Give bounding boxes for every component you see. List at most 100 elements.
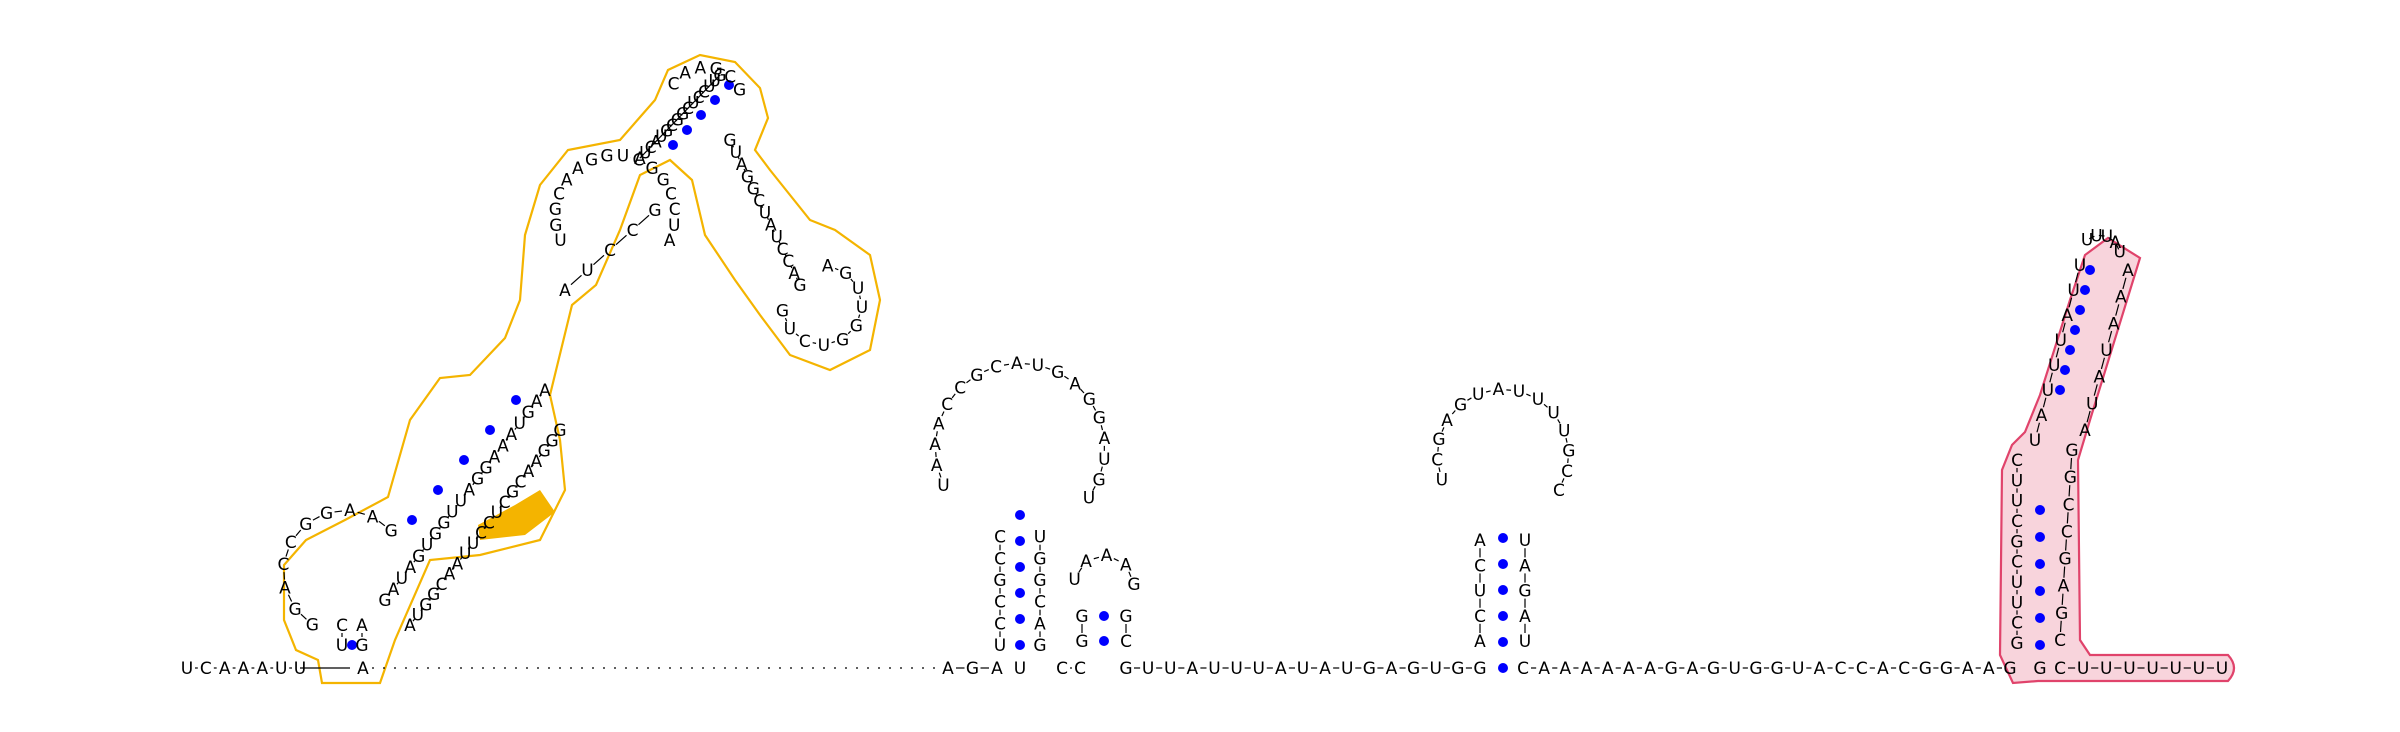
backbone-bond <box>287 594 293 602</box>
hairpin-2-loop: A <box>1120 555 1132 575</box>
stem-nucleotide: G <box>713 66 726 86</box>
hairpin-4-stem: C <box>2061 522 2073 542</box>
hairpin-4-stem: C <box>2054 631 2066 651</box>
backbone-bond <box>983 369 990 373</box>
backbone-bond <box>538 454 542 458</box>
hairpin-3-loop: U <box>1532 390 1544 410</box>
hairpin-1-stem: G <box>993 571 1006 591</box>
hairpin-3-stem: A <box>1474 531 1486 551</box>
hairpin-4-stem: U <box>2048 356 2060 376</box>
backbone-bond <box>666 124 673 131</box>
stem-nucleotide: G <box>471 469 484 489</box>
hairpin-4-stem: G <box>2059 550 2072 570</box>
loop-nucleotide: A <box>279 579 291 599</box>
backbone-bond <box>743 168 746 172</box>
loop-nucleotide: G <box>657 170 670 190</box>
hairpin-1-loop: G <box>970 366 983 386</box>
backbone-bond <box>755 192 758 196</box>
loop-nucleotide: C <box>724 68 736 88</box>
hairpin-4-loop: U <box>2113 243 2125 263</box>
hairpin-3-stem: U <box>1519 632 1531 652</box>
hairpin-4-loop: U <box>2090 226 2102 246</box>
backbone-bond <box>2059 620 2062 633</box>
base-pair-dot <box>407 515 417 525</box>
backbone-bond <box>312 516 320 521</box>
base-pair-dot <box>2065 345 2075 355</box>
loop-nucleotide: G <box>600 147 613 167</box>
loop-nucleotide: A <box>367 507 379 527</box>
strand-3prime-nucleotide: C <box>2054 659 2066 679</box>
hairpin-4-stem: C <box>2011 553 2023 573</box>
hairpin-1-loop: U <box>937 476 949 496</box>
stem-nucleotide: C <box>693 88 705 108</box>
base-pair-dot <box>1015 536 1025 546</box>
backbone-bond <box>546 443 550 447</box>
backbone-bond <box>428 597 432 601</box>
spacer-2-nucleotide: A <box>1602 659 1614 679</box>
base-pair-dot <box>1015 562 1025 572</box>
backbone-bond <box>1078 567 1083 573</box>
nucleotide-G: G <box>2033 659 2046 679</box>
loop-nucleotide: C <box>799 332 811 352</box>
backbone-bond <box>1441 427 1445 432</box>
stem-nucleotide: A <box>523 462 535 482</box>
nucleotide-A: A <box>357 659 369 679</box>
backbone-bond <box>2115 304 2120 316</box>
hairpin-4-stem: A <box>2061 306 2073 326</box>
loop-nucleotide: C <box>285 533 297 553</box>
hairpin-3-loop: U <box>1547 404 1559 424</box>
backbone-bond <box>570 274 582 286</box>
hairpin-1-loop: A <box>931 456 943 476</box>
spacer-2-nucleotide: C <box>1856 659 1868 679</box>
hairpin-4-stem: G <box>2010 532 2023 552</box>
hairpin-3-loop: G <box>1562 441 1575 461</box>
loop-nucleotide: C <box>665 184 677 204</box>
backbone-bond <box>935 431 938 437</box>
stem-nucleotide: G <box>676 105 689 125</box>
spacer-nucleotide: A <box>1275 659 1287 679</box>
backbone-bond <box>850 278 854 283</box>
stem-nucleotide: A <box>452 554 464 574</box>
spacer-2-nucleotide: G <box>2003 659 2016 679</box>
hairpin-4-stem: G <box>2055 604 2068 624</box>
spacer-2-nucleotide: G <box>1707 659 1720 679</box>
backbone-bond <box>795 277 799 281</box>
loop-nucleotide: G <box>710 60 723 80</box>
base-pair-dot <box>459 455 469 465</box>
backbone-bond <box>1557 419 1561 424</box>
base-pair-dot <box>2035 559 2045 569</box>
strand-5prime-nucleotide: A <box>219 659 231 679</box>
backbone-bond <box>463 493 467 497</box>
backbone-bond <box>531 405 534 408</box>
backbone-bond <box>858 314 861 319</box>
backbone-bond <box>687 102 694 109</box>
stem-nucleotide: A <box>505 425 517 445</box>
backbone-bond <box>772 229 775 233</box>
backbone-bond <box>420 608 424 612</box>
hairpin-1-stem: C <box>994 614 1006 634</box>
hairpin-1-stem: C <box>994 549 1006 569</box>
hairpin-1-stem: A <box>1034 614 1046 634</box>
hairpin-4-stem: C <box>2011 614 2023 634</box>
backbone-bond <box>472 482 475 486</box>
hairpin-3-stem: U <box>1519 531 1531 551</box>
loop-nucleotide: G <box>385 522 398 542</box>
backbone-bond <box>452 566 455 571</box>
base-pair-dot <box>2035 505 2045 515</box>
baseline-nucleotide: C <box>1056 659 1068 679</box>
spacer-2-nucleotide: G <box>1770 659 1783 679</box>
stem-nucleotide: G <box>671 110 684 130</box>
loop-nucleotide: U <box>856 298 868 318</box>
hairpin-2-stem: G <box>1075 607 1088 627</box>
spacer-2-nucleotide: U <box>1729 659 1741 679</box>
loop-nucleotide: G <box>733 80 746 100</box>
backbone-bond <box>644 146 652 154</box>
hairpin-4-stem: A <box>2115 288 2127 308</box>
hairpin-4-stem: G <box>2010 634 2023 654</box>
backbone-bond <box>2061 593 2064 605</box>
linker-nucleotide: A <box>942 659 954 679</box>
backbone-bond <box>2122 277 2127 290</box>
hairpin-3-loop: U <box>1558 421 1570 441</box>
spacer-2-nucleotide: A <box>1814 659 1826 679</box>
